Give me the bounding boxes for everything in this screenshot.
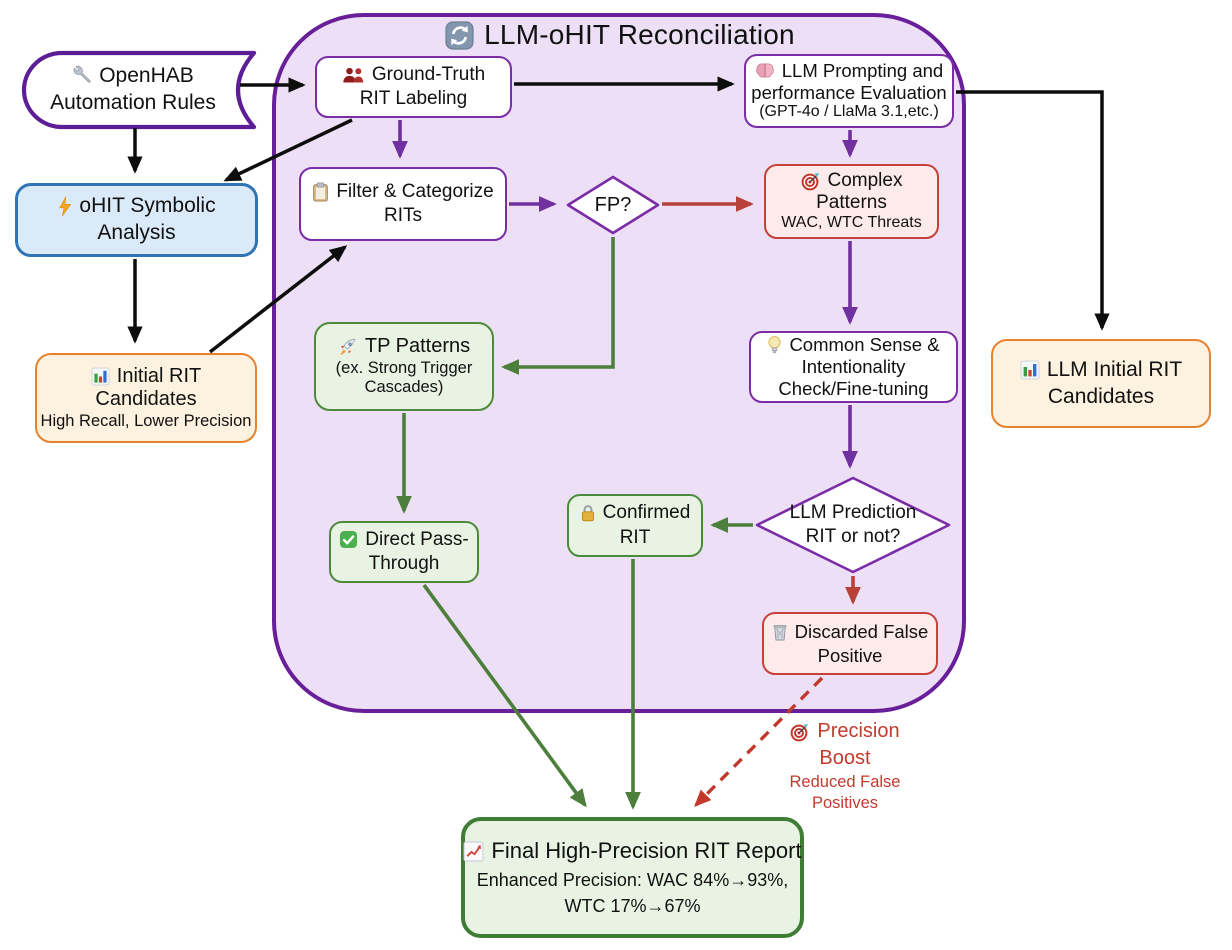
bar-chart-icon [1020,360,1040,380]
llm-initial-label-line2: Candidates [1047,384,1155,408]
llm-prompting-label-line3: (GPT-4o / LlaMa 3.1,etc.) [759,103,939,121]
clipboard-icon [312,182,329,202]
node-llm-prediction-decision: LLM Prediction RIT or not? [755,476,951,574]
node-discarded-false-positive: Discarded False Positive [762,612,938,675]
llm-prompting-label-line2: performance Evaluation [751,81,947,103]
openhab-label-line2: Automation Rules [50,91,216,114]
discarded-label-line1: Discarded False [794,620,929,642]
check-icon [339,530,358,549]
sync-icon [445,20,474,50]
common-sense-label-line2: Intentionality [801,356,906,378]
node-complex-patterns: Complex Patterns WAC, WTC Threats [764,164,939,239]
node-openhab: OpenHAB Automation Rules [30,58,236,120]
target-icon [801,171,821,191]
wrench-icon [72,65,92,85]
precision-boost-annotation: Precision Boost Reduced False Positives [750,718,940,815]
edge-llm-prompting-to-llm-initial [956,90,1110,331]
node-direct-pass-through: Direct Pass- Through [329,521,479,583]
target-icon [790,722,810,742]
initial-rit-label-line1: Initial RIT [116,364,202,387]
node-llm-prompting-evaluation: LLM Prompting and performance Evaluation… [744,54,954,128]
openhab-label-line1: OpenHAB [99,63,194,87]
precision-boost-label-line3: Reduced False [789,773,901,791]
final-report-label-line3: WTC 17%→67% [564,896,701,917]
node-fp-decision: FP? [566,175,660,235]
brain-icon [755,62,775,79]
final-report-label-line2: Enhanced Precision: WAC 84%→93%, [476,870,789,891]
node-initial-rit-candidates: Initial RIT Candidates High Recall, Lowe… [35,353,257,443]
common-sense-label-line1: Common Sense & [789,334,940,356]
diagram-title-label: LLM-oHIT Reconciliation [484,19,795,50]
precision-boost-label-line4: Positives [811,794,879,813]
trash-icon [772,623,788,641]
line-chart-icon [463,841,484,862]
lock-icon [580,504,596,523]
rocket-icon [338,337,358,357]
node-tp-patterns: TP Patterns (ex. Strong Trigger Cascades… [314,322,494,411]
node-final-rit-report: Final High-Precision RIT Report Enhanced… [461,817,804,938]
confirmed-rit-label-line1: Confirmed [602,502,691,524]
node-llm-initial-rit-candidates: LLM Initial RIT Candidates [991,339,1211,428]
llm-prompting-label-line1: LLM Prompting and [781,59,944,81]
node-confirmed-rit: Confirmed RIT [567,494,703,557]
people-icon [342,66,365,84]
bar-chart-icon [91,367,110,386]
llm-initial-label-line1: LLM Initial RIT [1046,357,1183,381]
fp-decision-label: FP? [594,193,632,216]
node-ground-truth-labeling: Ground-Truth RIT Labeling [315,56,512,118]
tp-patterns-label-line2: (ex. Strong Trigger [335,358,473,377]
confirmed-rit-label-line2: RIT [619,526,651,548]
node-filter-categorize-rits: Filter & Categorize RITs [299,167,507,241]
complex-patterns-label-line3: WAC, WTC Threats [781,214,922,232]
discarded-label-line2: Positive [817,644,883,666]
bulb-icon [767,335,782,355]
final-report-label-line1: Final High-Precision RIT Report [491,838,802,864]
ohit-label-line2: Analysis [97,221,176,244]
ground-truth-label-line2: RIT Labeling [359,88,468,109]
direct-pass-label-line1: Direct Pass- [365,528,469,550]
precision-boost-label-line1: Precision [817,720,900,742]
ohit-label-line1: oHIT Symbolic [79,194,216,218]
initial-rit-label-line2: Candidates [95,388,197,411]
initial-rit-label-line3: High Recall, Lower Precision [40,411,252,430]
node-common-sense-check: Common Sense & Intentionality Check/Fine… [749,331,958,403]
filter-label-line2: RITs [384,205,422,226]
lightning-icon [57,196,72,217]
llm-prediction-label-line2: RIT or not? [805,526,901,547]
complex-patterns-label-line1: Complex [827,169,903,191]
direct-pass-label-line2: Through [368,553,440,574]
tp-patterns-label-line1: TP Patterns [364,335,471,358]
diagram-title: LLM-oHIT Reconciliation [340,15,900,55]
precision-boost-label-line2: Boost [819,747,871,769]
common-sense-label-line3: Check/Fine-tuning [778,377,929,399]
ground-truth-label-line1: Ground-Truth [371,63,486,85]
llm-prediction-label-line1: LLM Prediction [789,502,917,524]
node-ohit-symbolic-analysis: oHIT Symbolic Analysis [15,183,258,257]
complex-patterns-label-line2: Patterns [816,192,887,214]
tp-patterns-label-line3: Cascades) [364,378,444,397]
filter-label-line1: Filter & Categorize [336,180,494,202]
